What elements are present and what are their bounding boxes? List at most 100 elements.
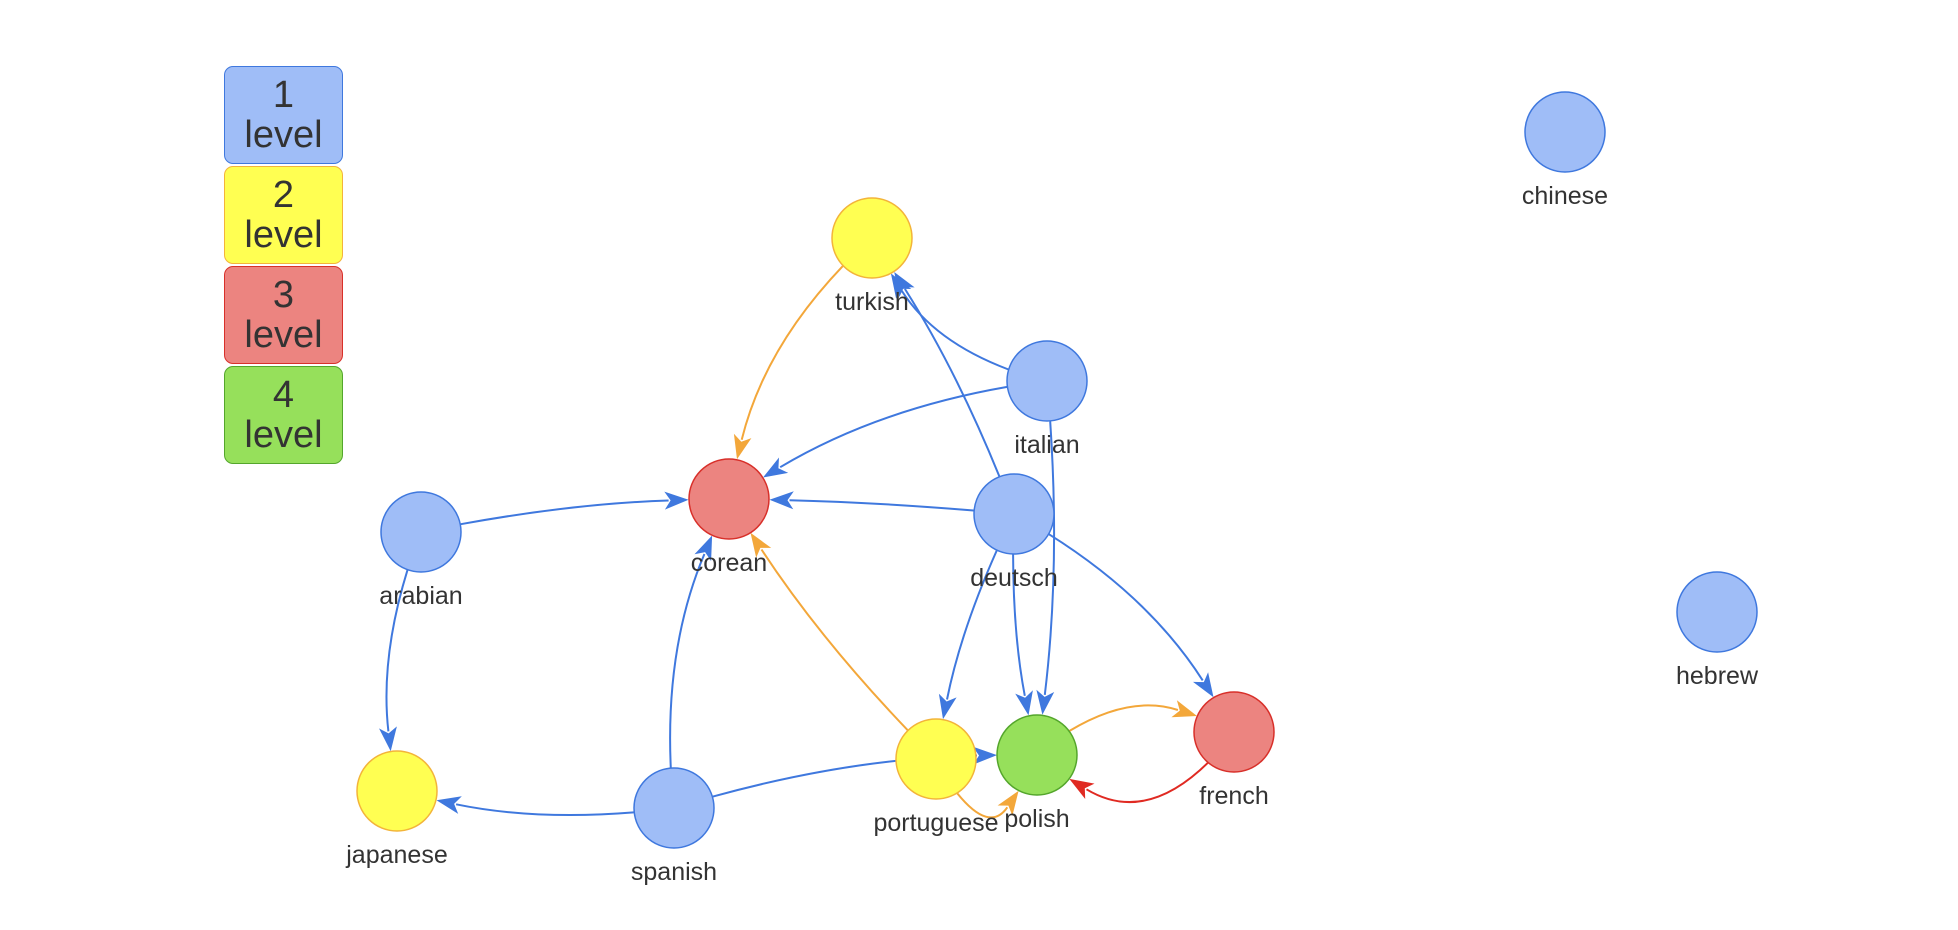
- edge-line: [760, 548, 909, 732]
- arrowhead: [750, 532, 772, 558]
- edge-line: [900, 289, 1009, 371]
- node-italian[interactable]: italian: [1006, 340, 1088, 459]
- arrowhead: [1069, 778, 1095, 799]
- edge-deutsch-to-portuguese[interactable]: [938, 550, 998, 720]
- node-arabian[interactable]: arabian: [379, 491, 463, 610]
- node-label: chinese: [1522, 182, 1608, 210]
- node-portuguese[interactable]: portuguese: [873, 718, 999, 837]
- edge-line: [460, 499, 669, 526]
- node-french[interactable]: french: [1193, 691, 1275, 810]
- node-circle[interactable]: [996, 714, 1078, 796]
- edge-line: [740, 265, 844, 441]
- legend-number: 4: [272, 374, 295, 416]
- edge-line: [385, 569, 409, 732]
- arrowhead: [436, 796, 462, 814]
- edge-line: [946, 550, 998, 700]
- edge-french-to-polish[interactable]: [1069, 761, 1209, 804]
- edge-polish-to-french[interactable]: [1068, 700, 1197, 732]
- edge-arabian-to-japanese[interactable]: [379, 569, 409, 752]
- edge-line: [904, 288, 1001, 477]
- edge-italian-to-corean[interactable]: [763, 385, 1008, 478]
- arrowhead: [1015, 690, 1033, 716]
- node-corean[interactable]: corean: [688, 458, 770, 577]
- legend-text: level: [244, 414, 323, 456]
- edge-deutsch-to-corean[interactable]: [769, 491, 974, 512]
- node-circle[interactable]: [1193, 691, 1275, 773]
- node-circle[interactable]: [380, 491, 462, 573]
- node-label: hebrew: [1676, 662, 1759, 690]
- legend-number: 2: [272, 174, 295, 216]
- legend-text: level: [244, 114, 323, 156]
- node-turkish[interactable]: turkish: [831, 197, 913, 316]
- edge-spanish-to-japanese[interactable]: [436, 796, 634, 817]
- edge-line: [1012, 554, 1026, 696]
- edge-italian-to-polish[interactable]: [1036, 421, 1056, 715]
- edge-spanish-to-corean[interactable]: [669, 535, 713, 768]
- nodes-layer: chinese hebrew turkish italian corean deutsch…: [345, 91, 1759, 886]
- edge-deutsch-to-french[interactable]: [1048, 533, 1214, 698]
- node-label: italian: [1014, 431, 1079, 459]
- arrowhead: [972, 746, 997, 765]
- node-label: turkish: [835, 288, 909, 316]
- node-label: french: [1199, 782, 1268, 810]
- node-circle[interactable]: [1676, 571, 1758, 653]
- node-circle[interactable]: [1524, 91, 1606, 173]
- node-polish[interactable]: polish: [996, 714, 1078, 833]
- node-hebrew[interactable]: hebrew: [1676, 571, 1759, 690]
- node-circle[interactable]: [356, 750, 438, 832]
- edge-portuguese-to-polish[interactable]: [956, 790, 1019, 819]
- legend-text: level: [244, 214, 323, 256]
- edge-line: [1068, 704, 1179, 732]
- node-circle[interactable]: [1006, 340, 1088, 422]
- edge-portuguese-to-corean[interactable]: [750, 532, 909, 732]
- edge-line: [779, 385, 1008, 469]
- node-label: japanese: [345, 841, 447, 869]
- node-circle[interactable]: [895, 718, 977, 800]
- legend-text: level: [244, 314, 323, 356]
- arrowhead: [894, 272, 915, 297]
- edge-deutsch-to-polish[interactable]: [1012, 554, 1033, 716]
- node-label: portuguese: [873, 809, 998, 837]
- node-circle[interactable]: [831, 197, 913, 279]
- node-spanish[interactable]: spanish: [631, 767, 717, 886]
- edge-line: [956, 792, 1009, 819]
- node-label: arabian: [379, 582, 462, 610]
- edges-layer: [379, 265, 1214, 819]
- legend-number: 1: [272, 74, 295, 116]
- edge-line: [1085, 761, 1209, 804]
- node-chinese[interactable]: chinese: [1522, 91, 1608, 210]
- edge-arabian-to-corean[interactable]: [460, 491, 689, 526]
- arrowhead: [997, 790, 1019, 816]
- arrowhead: [938, 693, 957, 720]
- arrowhead: [379, 726, 397, 752]
- arrowhead: [694, 535, 713, 562]
- edge-line: [789, 499, 974, 512]
- arrowhead: [1193, 672, 1214, 698]
- node-deutsch[interactable]: deutsch: [970, 473, 1058, 592]
- edge-line: [669, 553, 706, 768]
- arrowhead: [763, 457, 789, 478]
- arrowhead: [733, 433, 752, 460]
- edge-line: [455, 803, 634, 817]
- edge-deutsch-to-turkish[interactable]: [894, 272, 1001, 477]
- arrowhead: [769, 491, 794, 510]
- legend-number: 3: [272, 274, 295, 316]
- node-label: corean: [691, 549, 767, 577]
- edge-turkish-to-corean[interactable]: [733, 265, 844, 460]
- node-circle[interactable]: [688, 458, 770, 540]
- node-circle[interactable]: [633, 767, 715, 849]
- arrowhead: [1036, 689, 1055, 715]
- node-label: spanish: [631, 858, 717, 886]
- arrowhead: [1171, 700, 1197, 718]
- node-label: deutsch: [970, 564, 1058, 592]
- arrowhead: [664, 491, 689, 510]
- node-japanese[interactable]: japanese: [345, 750, 448, 869]
- edge-line: [1048, 533, 1204, 681]
- node-circle[interactable]: [973, 473, 1055, 555]
